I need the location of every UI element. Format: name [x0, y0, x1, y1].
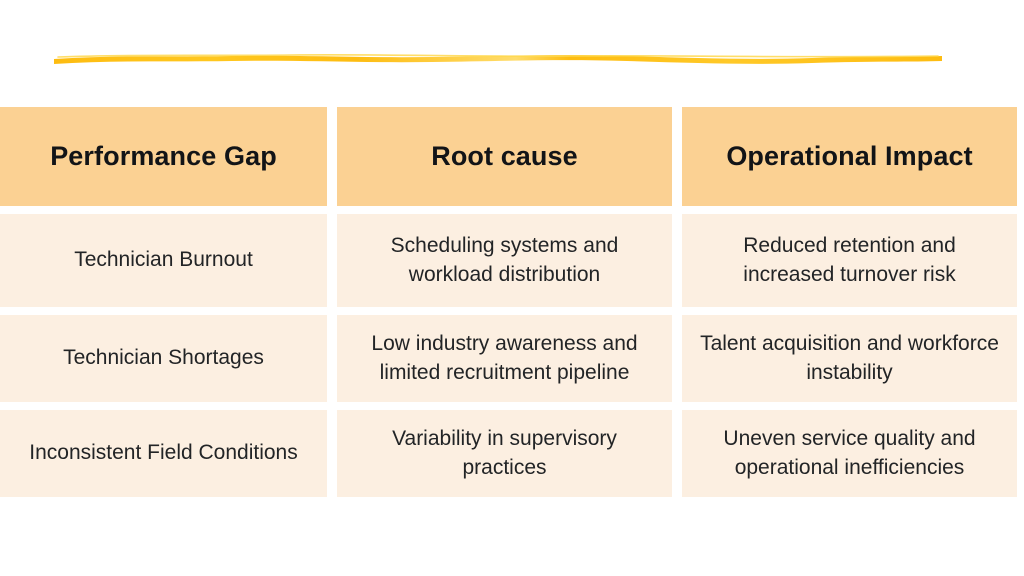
table-row: Technician Shortages Low industry awaren…: [0, 315, 1024, 402]
table-cell-operational-impact: Uneven service quality and operational i…: [682, 410, 1017, 497]
cell-text: Technician Burnout: [74, 248, 253, 272]
column-header-operational-impact: Operational Impact: [682, 107, 1017, 206]
table-header-row: Performance Gap Root cause Operational I…: [0, 107, 1024, 206]
table-cell-performance-gap: Technician Burnout: [0, 214, 327, 307]
cell-text: Talent acquisition and workforce instabi…: [700, 332, 999, 384]
table-cell-root-cause: Variability in supervisory practices: [337, 410, 672, 497]
table-row: Inconsistent Field Conditions Variabilit…: [0, 410, 1024, 497]
cell-text: Inconsistent Field Conditions: [29, 441, 298, 465]
table-cell-performance-gap: Technician Shortages: [0, 315, 327, 402]
column-header-label: Performance Gap: [50, 141, 277, 172]
cell-text: Reduced retention and increased turnover…: [743, 234, 956, 286]
cell-text: Low industry awareness and limited recru…: [371, 332, 638, 384]
column-header-performance-gap: Performance Gap: [0, 107, 327, 206]
column-header-root-cause: Root cause: [337, 107, 672, 206]
cell-text: Technician Shortages: [63, 346, 264, 370]
cell-text: Uneven service quality and operational i…: [723, 427, 976, 479]
table-row: Technician Burnout Scheduling systems an…: [0, 214, 1024, 307]
column-header-label: Root cause: [431, 141, 578, 172]
table-cell-performance-gap: Inconsistent Field Conditions: [0, 410, 327, 497]
table-cell-operational-impact: Talent acquisition and workforce instabi…: [682, 315, 1017, 402]
table-cell-root-cause: Scheduling systems and workload distribu…: [337, 214, 672, 307]
table-cell-operational-impact: Reduced retention and increased turnover…: [682, 214, 1017, 307]
column-header-label: Operational Impact: [726, 141, 973, 172]
table-cell-root-cause: Low industry awareness and limited recru…: [337, 315, 672, 402]
performance-gap-analysis-table: Performance Gap Root cause Operational I…: [0, 107, 1024, 497]
hand-drawn-underline-icon: [52, 44, 944, 70]
cell-text: Variability in supervisory practices: [392, 427, 617, 479]
cell-text: Scheduling systems and workload distribu…: [390, 234, 619, 286]
